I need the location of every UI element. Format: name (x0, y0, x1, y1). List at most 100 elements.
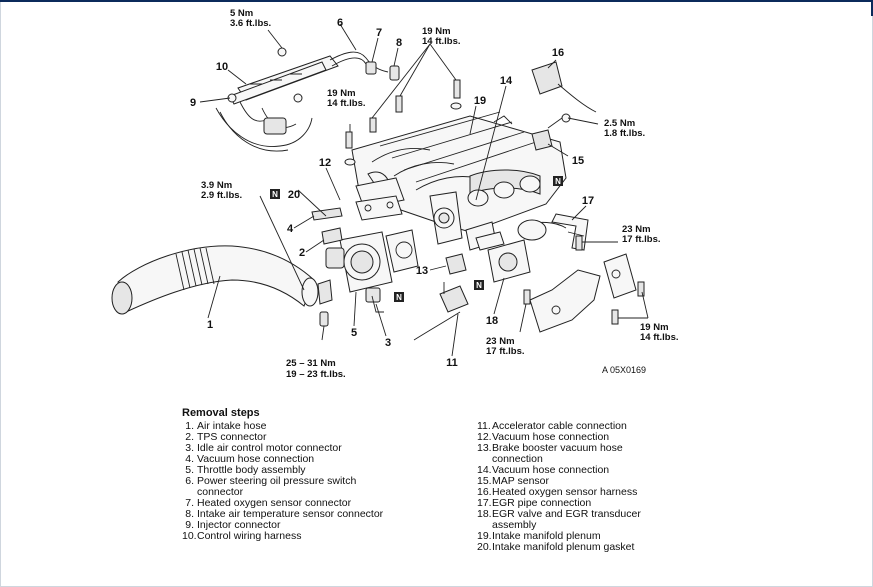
removal-step: 19.Intake manifold plenum (477, 531, 667, 542)
air-intake-hose-drawing (111, 245, 333, 327)
removal-step-text: Vacuum hose connection (492, 431, 610, 443)
throttle-body-drawing (325, 229, 419, 313)
torque-spec-25-31nm: 25 – 31 Nm 19 – 23 ft.lbs. (286, 358, 346, 380)
removal-step-text: Air intake hose (197, 420, 267, 432)
removal-step: 20.Intake manifold plenum gasket (477, 542, 667, 553)
accelerator-cable-drawing (413, 282, 469, 341)
callout-19: 19 (474, 95, 486, 107)
removal-step-text: EGR valve and EGR transducer assembly (492, 508, 641, 531)
callout-9: 9 (190, 97, 196, 109)
callout-8: 8 (396, 37, 402, 49)
callout-2: 2 (299, 247, 305, 259)
removal-step-number: 17. (477, 497, 492, 509)
svg-text:14 ft.lbs.: 14 ft.lbs. (327, 98, 366, 109)
diagram-reference-code: A 05X0169 (602, 365, 646, 375)
svg-text:19 Nm: 19 Nm (327, 88, 356, 99)
plenum-gasket-drawing (355, 195, 403, 221)
removal-step-text: Heated oxygen sensor connector (197, 497, 352, 509)
brake-booster-hose-drawing (445, 253, 467, 275)
removal-step-number: 18. (477, 508, 492, 520)
callout-14: 14 (500, 75, 513, 87)
svg-text:17 ft.lbs.: 17 ft.lbs. (622, 234, 661, 245)
removal-step-text: Brake booster vacuum hose connection (492, 442, 623, 465)
removal-step: 4.Vacuum hose connection (182, 454, 392, 465)
callout-4: 4 (287, 223, 294, 235)
removal-step: 18.EGR valve and EGR transducer assembly (477, 509, 667, 531)
bolts (344, 79, 645, 325)
removal-step: 2.TPS connector (182, 432, 392, 443)
removal-step: 5.Throttle body assembly (182, 465, 392, 476)
removal-step-number: 20. (477, 541, 492, 553)
svg-text:N: N (272, 190, 278, 199)
exploded-parts-diagram: N N N N 1 2 3 4 5 6 7 8 9 10 11 12 13 14… (111, 8, 679, 380)
svg-text:N: N (555, 177, 561, 186)
removal-step-number: 19. (477, 530, 492, 542)
removal-step-text: Heated oxygen sensor harness (492, 486, 638, 498)
removal-step-number: 9. (185, 519, 194, 531)
removal-step-text: Accelerator cable connection (492, 420, 627, 432)
callout-6: 6 (337, 17, 343, 29)
svg-text:3.9 Nm: 3.9 Nm (201, 180, 232, 191)
svg-text:19 Nm: 19 Nm (640, 322, 669, 333)
leader-lines (199, 23, 649, 357)
removal-step-number: 8. (185, 508, 194, 520)
torque-spec-23nm-bottom: 23 Nm 17 ft.lbs. (486, 336, 525, 357)
removal-step-text: Intake manifold plenum gasket (492, 541, 635, 553)
removal-step: 1.Air intake hose (182, 421, 392, 432)
removal-step: 15.MAP sensor (477, 476, 667, 487)
removal-step: 6.Power steering oil pressure switch con… (182, 476, 392, 498)
window-corner-bar (871, 0, 873, 16)
n-marker-1: N (270, 189, 280, 199)
removal-step-number: 13. (477, 442, 492, 454)
removal-step-text: TPS connector (197, 431, 267, 443)
svg-text:23 Nm: 23 Nm (622, 224, 651, 235)
svg-text:5 Nm: 5 Nm (230, 8, 253, 19)
removal-step: 8.Intake air temperature sensor connecto… (182, 509, 392, 520)
callout-15: 15 (572, 155, 584, 167)
svg-text:14 ft.lbs.: 14 ft.lbs. (640, 332, 679, 343)
svg-text:14 ft.lbs.: 14 ft.lbs. (422, 36, 461, 47)
removal-step-number: 6. (185, 475, 194, 487)
callout-16: 16 (552, 47, 564, 59)
torque-spec-5nm: 5 Nm 3.6 ft.lbs. (230, 8, 271, 29)
torque-spec-3-9nm: 3.9 Nm 2.9 ft.lbs. (201, 180, 242, 201)
window-top-bar (0, 0, 873, 2)
torque-spec-2-5nm: 2.5 Nm 1.8 ft.lbs. (604, 118, 645, 139)
removal-step-text: Vacuum hose connection (492, 464, 610, 476)
n-marker-4: N (474, 280, 484, 290)
removal-step-number: 4. (185, 453, 194, 465)
removal-step: 10.Control wiring harness (182, 531, 392, 542)
removal-step: 14.Vacuum hose connection (477, 465, 667, 476)
removal-step-text: Power steering oil pressure switch conne… (197, 475, 357, 498)
svg-text:2.9 ft.lbs.: 2.9 ft.lbs. (201, 190, 242, 201)
svg-text:N: N (476, 281, 482, 290)
torque-spec-19nm-left: 19 Nm 14 ft.lbs. (327, 88, 366, 109)
removal-step-text: Throttle body assembly (197, 464, 306, 476)
callout-5: 5 (351, 327, 357, 339)
removal-step-number: 1. (185, 420, 194, 432)
intake-manifold-plenum-drawing (351, 111, 567, 251)
removal-step-text: MAP sensor (492, 475, 549, 487)
removal-step-number: 5. (185, 464, 194, 476)
control-wiring-harness-drawing (215, 47, 400, 152)
n-marker-2: N (553, 176, 563, 186)
removal-step-number: 11. (477, 420, 491, 432)
map-sensor-drawing (531, 113, 571, 151)
removal-step: 16.Heated oxygen sensor harness (477, 487, 667, 498)
svg-text:23 Nm: 23 Nm (486, 336, 515, 347)
callout-20: 20 (288, 189, 300, 201)
svg-text:3.6 ft.lbs.: 3.6 ft.lbs. (230, 18, 271, 29)
removal-step: 9.Injector connector (182, 520, 392, 531)
svg-text:25 – 31 Nm: 25 – 31 Nm (286, 358, 336, 369)
callout-1: 1 (207, 319, 213, 331)
removal-step-number: 16. (477, 486, 492, 498)
removal-step-text: Injector connector (197, 519, 281, 531)
removal-step: 12.Vacuum hose connection (477, 432, 667, 443)
svg-text:N: N (396, 293, 402, 302)
removal-step-number: 14. (477, 464, 492, 476)
removal-step-number: 7. (185, 497, 194, 509)
callout-11: 11 (446, 357, 458, 369)
